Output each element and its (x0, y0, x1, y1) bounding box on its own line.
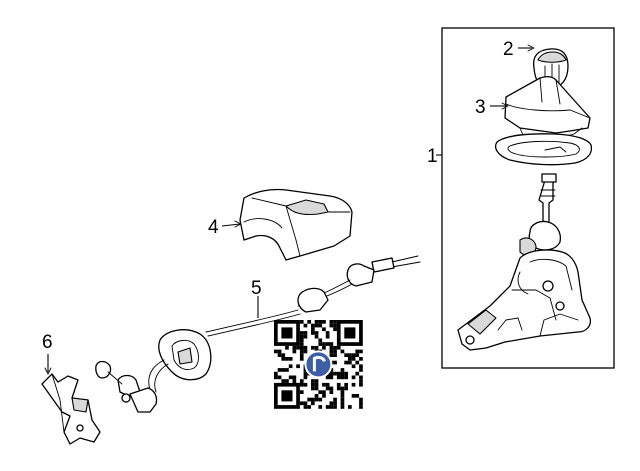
callout-4: 4 (208, 217, 219, 238)
qr-code-watermark (274, 320, 363, 409)
shifter-lever-assembly (457, 173, 592, 351)
callout-1: 1 (427, 146, 438, 167)
callout-leaders (44, 44, 535, 375)
shift-cable (95, 255, 421, 413)
shifter-bezel (495, 133, 593, 166)
callout-labels: 1 2 3 4 5 6 (42, 39, 514, 353)
shift-boot (504, 76, 591, 139)
callout-6: 6 (42, 332, 53, 353)
console-cover (239, 188, 353, 261)
shifter-assembly-box (436, 27, 615, 369)
callout-5: 5 (251, 278, 262, 299)
cable-bracket (41, 373, 101, 445)
callout-2: 2 (503, 39, 514, 60)
callout-3: 3 (475, 97, 486, 118)
